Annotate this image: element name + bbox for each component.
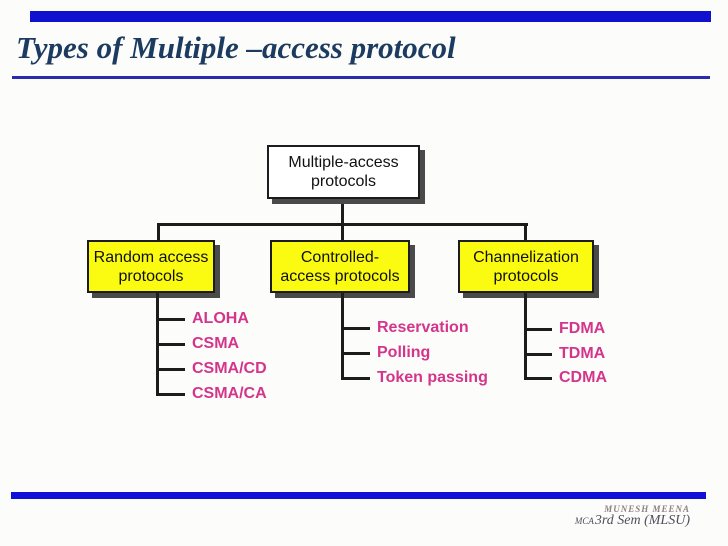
node-random-access-protocols: Random access protocols	[87, 240, 215, 293]
leaf-cdma: CDMA	[559, 369, 607, 386]
node-multiple-access-protocols: Multiple-access protocols	[267, 145, 420, 199]
leaf-reservation: Reservation	[377, 319, 469, 336]
list-tick	[526, 377, 552, 380]
leaf-csma-ca: CSMA/CA	[192, 385, 267, 402]
node-channelization-protocols: Channelization protocols	[458, 240, 594, 293]
list-tick	[526, 353, 552, 356]
footer-author: MUNESH MEENA	[604, 504, 690, 514]
leaf-aloha: ALOHA	[192, 310, 249, 327]
footer-credit: MUNESH MEENA MCA3rd Sem (MLSU)	[575, 504, 690, 528]
list-tick	[158, 368, 185, 371]
bottom-accent-bar	[11, 492, 706, 499]
leaf-polling: Polling	[377, 344, 431, 361]
connector-root-stem	[341, 198, 344, 225]
list-spine-controlled	[341, 292, 344, 380]
connector-drop-right	[524, 223, 527, 242]
list-spine-channelization	[524, 292, 527, 380]
node-controlled-access-protocols: Controlled-access protocols	[270, 240, 410, 293]
list-tick	[343, 352, 370, 355]
leaf-tdma: TDMA	[559, 345, 606, 362]
footer-course-text: 3rd Sem (MLSU)	[594, 513, 690, 528]
footer-course: MCA3rd Sem (MLSU)	[575, 514, 690, 528]
leaf-token-passing: Token passing	[377, 369, 488, 386]
list-tick	[158, 343, 185, 346]
connector-drop-left	[157, 223, 160, 242]
list-tick	[158, 393, 185, 396]
list-tick	[158, 318, 185, 321]
title-underline	[12, 76, 710, 79]
page-title: Types of Multiple –access protocol	[16, 30, 456, 65]
list-tick	[343, 327, 370, 330]
connector-drop-middle	[341, 223, 344, 242]
leaf-fdma: FDMA	[559, 320, 606, 337]
list-spine-random	[156, 292, 159, 396]
leaf-csma-cd: CSMA/CD	[192, 360, 267, 377]
list-tick	[526, 328, 552, 331]
footer-course-prefix: MCA	[574, 516, 594, 526]
top-accent-bar	[30, 11, 711, 22]
leaf-csma: CSMA	[192, 335, 240, 352]
list-tick	[343, 377, 370, 380]
